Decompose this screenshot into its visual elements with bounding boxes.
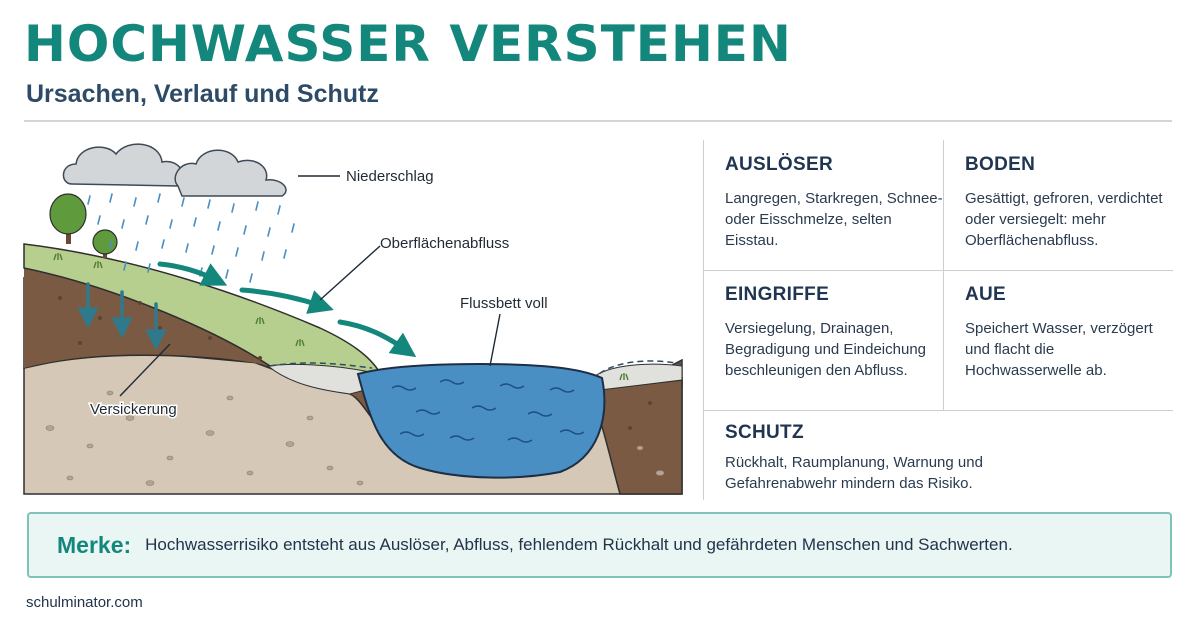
tree-icon (49, 193, 87, 244)
footer-source: schulminator.com (26, 594, 143, 611)
page-title: HOCHWASSER VERSTEHEN (24, 15, 792, 73)
card-title: SCHUTZ (725, 422, 804, 443)
card-text: Gesättigt, gefroren, verdichtet oder ver… (965, 190, 1163, 249)
water-waves (391, 379, 585, 443)
card-title: AUE (965, 284, 1007, 305)
merke-text: Hochwasserrisiko entsteht aus Auslöser, … (145, 535, 1013, 554)
page-subtitle: Ursachen, Verlauf und Schutz (26, 80, 379, 108)
card-ausloeser: AUSLÖSER Langregen, Starkregen, Schnee- … (703, 140, 943, 270)
card-text: Rückhalt, Raumplanung, Warnung und Gefah… (725, 454, 983, 492)
card-aue: AUE Speichert Wasser, verzögert und flac… (943, 270, 1173, 410)
merke-label: Merke: (57, 531, 132, 558)
label-oberflaechenabfluss: Oberflächenabfluss (380, 235, 509, 252)
cloud-icon (62, 143, 287, 197)
pebbles (45, 390, 665, 486)
river-water (356, 362, 606, 479)
grid-divider (703, 140, 704, 500)
card-schutz: SCHUTZ Rückhalt, Raumplanung, Warnung un… (703, 410, 1033, 500)
grid-divider (703, 410, 1173, 411)
label-niederschlag: Niederschlag (346, 168, 434, 185)
soil-dots (58, 296, 652, 430)
merke-box: Merke: Hochwasserrisiko entsteht aus Aus… (27, 512, 1172, 578)
card-text: Versiegelung, Drainagen, Begradigung und… (725, 320, 926, 379)
label-versickerung: Versickerung (90, 401, 177, 418)
card-text: Langregen, Starkregen, Schnee- oder Eiss… (725, 190, 943, 249)
label-flussbett-voll: Flussbett voll (460, 295, 548, 312)
card-eingriffe: EINGRIFFE Versiegelung, Drainagen, Begra… (703, 270, 943, 410)
runoff-arrows (157, 261, 417, 358)
card-title: AUSLÖSER (725, 154, 833, 175)
grid-divider (703, 270, 1173, 271)
card-title: EINGRIFFE (725, 284, 830, 305)
header-divider (24, 120, 1172, 122)
grass-slope (23, 243, 382, 374)
soil-upper (24, 258, 368, 404)
card-boden: BODEN Gesättigt, gefroren, verdichtet od… (943, 140, 1173, 270)
info-grid: AUSLÖSER Langregen, Starkregen, Schnee- … (703, 140, 1173, 500)
card-text: Speichert Wasser, verzögert und flacht d… (965, 320, 1153, 379)
flood-cross-section-diagram: Niederschlag Oberflächenabfluss Flussbet… (23, 143, 683, 495)
grid-divider (943, 140, 944, 410)
grass-tufts (53, 253, 629, 381)
infiltration-arrows (77, 282, 167, 351)
tree-icon (92, 229, 118, 258)
leader-lines (119, 175, 501, 397)
card-title: BODEN (965, 154, 1036, 175)
